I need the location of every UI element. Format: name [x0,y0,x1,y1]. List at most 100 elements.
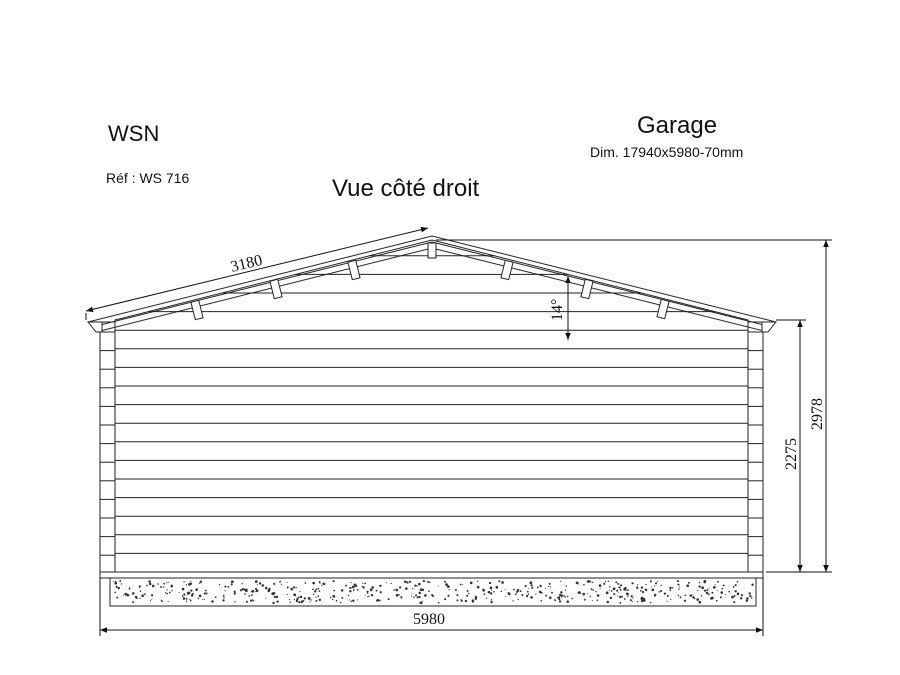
gravel-speck [405,587,408,590]
gravel-speck [548,596,552,600]
gravel-speck [185,584,187,586]
gravel-speck [166,589,168,591]
gravel-speck [745,599,749,602]
gravel-speck [608,585,611,588]
gravel-speck [280,583,282,585]
gravel-speck [132,601,135,604]
gravel-speck [616,589,619,592]
gravel-speck [708,587,710,589]
gravel-speck [414,584,417,587]
gravel-speck [332,580,335,583]
gravel-speck [421,601,423,604]
gravel-speck [446,585,450,588]
gravel-speck [666,600,668,602]
gravel-speck [630,595,633,598]
gravel-speck [491,589,493,591]
gravel-speck [332,595,336,598]
gravel-speck [149,599,151,601]
gravel-speck [565,585,568,587]
gravel-speck [181,587,185,591]
gravel-speck [489,586,493,590]
gravel-speck [157,583,159,585]
gravel-speck [227,585,230,588]
gravel-speck [617,592,619,594]
gravel-speck [377,599,381,602]
gravel-speck [596,599,599,601]
gravel-speck [248,594,251,597]
gravel-speck [293,593,296,597]
gravel-speck [335,599,338,602]
gravel-speck [613,588,615,590]
gravel-speck [626,589,628,591]
gravel-speck [224,585,227,588]
gravel-speck [736,592,740,596]
gravel-speck [395,588,399,592]
gravel-speck [609,596,613,600]
gravel-speck [252,599,254,601]
gravel-speck [267,588,271,592]
gravel-speck [349,586,352,590]
gravel-speck [740,594,744,597]
gravel-speck [637,601,639,603]
gravel-speck [114,591,117,594]
gravel-speck [289,601,291,603]
gravel-speck [592,589,595,592]
gravel-speck [199,580,203,583]
gravel-speck [167,600,169,603]
gravel-speck [577,583,580,585]
gravel-speck [251,590,255,593]
gravel-speck [369,588,373,592]
gravel-speck [353,588,355,591]
gravel-speck [376,599,379,602]
gravel-speck [415,594,418,597]
gravel-speck [139,590,142,592]
gravel-speck [714,583,716,585]
gravel-speck [548,585,550,588]
gravel-speck [749,594,752,598]
gravel-speck [370,590,372,592]
gravel-speck [677,583,680,586]
gravel-speck [679,586,681,588]
gravel-speck [710,597,713,600]
gravel-speck [256,583,258,585]
gravel-speck [640,586,644,589]
foundation-slab [99,571,764,607]
gravel-speck [286,586,289,589]
gravel-speck [395,593,399,597]
gravel-speck [627,595,629,597]
gravel-speck [698,600,702,604]
gravel-speck [297,596,300,599]
gravel-speck [536,586,539,589]
gravel-speck [422,600,424,602]
gravel-speck [295,586,297,589]
gravel-speck [596,594,600,597]
gravel-speck [139,597,141,600]
gravel-speck [367,596,369,598]
gravel-speck [528,588,530,590]
gravel-speck [203,598,206,600]
gravel-speck [703,581,706,584]
gravel-speck [411,593,413,595]
gravel-speck [733,594,736,597]
gravel-speck [505,595,507,597]
gable-wall [114,239,749,573]
gravel-speck [230,583,233,586]
gravel-speck [658,591,660,593]
gravel-speck [448,588,450,591]
gravel-speck [241,588,244,591]
gravel-speck [350,600,352,602]
gravel-speck [151,594,154,597]
gravel-speck [250,590,253,593]
gravel-speck [641,590,645,594]
gravel-speck [636,586,639,589]
gravel-speck [279,580,281,583]
gravel-speck [500,590,502,593]
gravel-speck [368,595,370,598]
gravel-speck [293,598,296,601]
gravel-speck [364,582,367,585]
gravel-speck [490,599,493,601]
gravel-speck [566,595,569,598]
gravel-speck [578,591,581,594]
gravel-speck [653,593,657,597]
gravel-speck [469,581,473,585]
